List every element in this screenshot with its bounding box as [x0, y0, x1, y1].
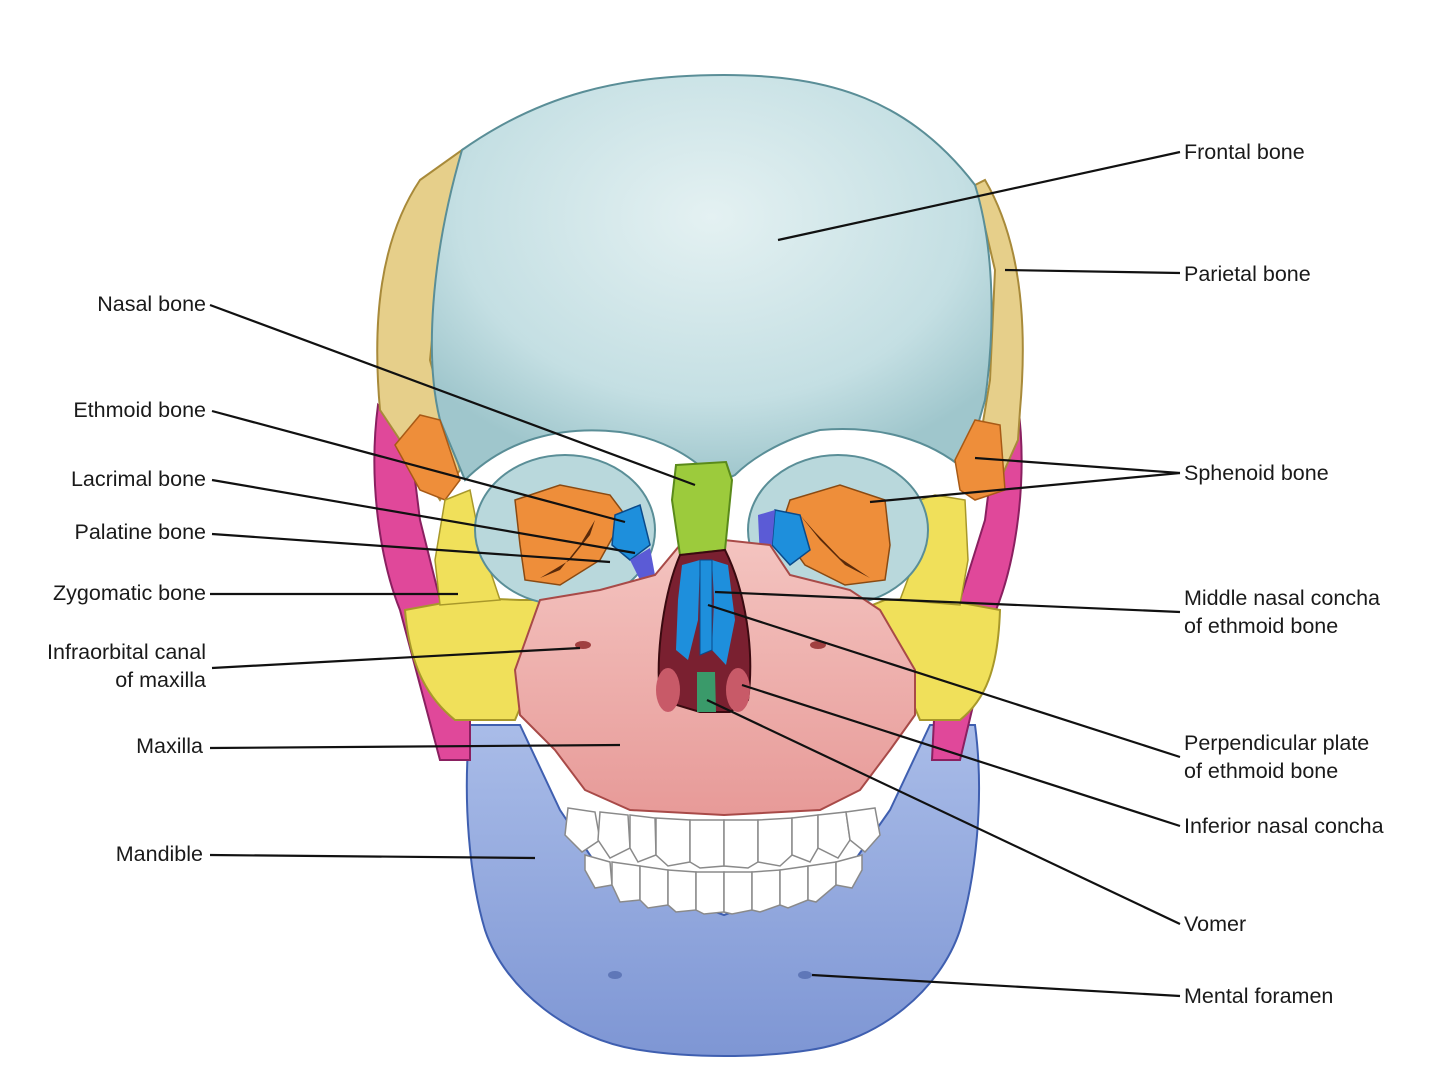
leader-mental-foramen: [811, 973, 1181, 998]
leader-nasal-bone: [209, 303, 696, 487]
label-sphenoid-bone: Sphenoid bone: [1184, 461, 1329, 485]
leader-lacrimal-bone: [211, 478, 636, 555]
leader-sphenoid-bone-a: [974, 456, 1181, 475]
label-inferior-nasal-concha: Inferior nasal concha: [1184, 814, 1384, 838]
label-parietal-bone: Parietal bone: [1184, 262, 1311, 286]
zygomatic-left-upper-shape: [434, 488, 502, 606]
nasal-bone-shape: [670, 460, 734, 557]
inferior-nasal-concha-left-shape: [656, 668, 680, 712]
label-perpendicular-plate: Perpendicular plate of ethmoid bone: [1184, 731, 1370, 783]
label-lacrimal-bone: Lacrimal bone: [70, 467, 206, 491]
lower-teeth: [584, 854, 863, 915]
leader-perpendicular-plate: [707, 603, 1181, 759]
sphenoid-left-shape: [394, 414, 461, 501]
leader-frontal-bone: [777, 150, 1181, 242]
middle-nasal-concha-left-shape: [676, 560, 700, 660]
frontal-bone-shape: [430, 73, 993, 482]
perpendicular-plate-shape: [699, 559, 713, 656]
label-infraorbital-canal: Infraorbital canal of maxilla: [47, 640, 206, 692]
label-frontal-bone: Frontal bone: [1184, 140, 1305, 164]
mental-foramen-left-shape: [608, 971, 622, 979]
leader-infraorbital-canal: [211, 646, 581, 670]
middle-nasal-concha-right-shape: [712, 560, 735, 665]
leader-mandible: [209, 853, 536, 860]
leader-sphenoid-bone-b: [869, 471, 1181, 504]
label-palatine-bone: Palatine bone: [74, 520, 207, 544]
mental-foramen-right-shape: [798, 971, 812, 979]
leader-vomer: [706, 699, 1181, 925]
upper-teeth: [564, 807, 881, 869]
leader-middle-nasal-concha: [714, 590, 1181, 614]
leader-palatine-bone: [211, 532, 611, 564]
label-ethmoid-bone: Ethmoid bone: [73, 398, 206, 422]
infraorbital-foramen-right-shape: [810, 641, 826, 649]
label-vomer: Vomer: [1184, 912, 1247, 936]
leader-parietal-bone: [1004, 268, 1181, 275]
leader-maxilla: [209, 743, 621, 750]
ethmoid-orbit-right-shape: [771, 509, 811, 567]
label-maxilla: Maxilla: [136, 734, 203, 758]
parietal-right-shape: [973, 178, 1024, 482]
sphenoid-orbit-right-shape: [779, 484, 891, 586]
vomer-shape: [697, 672, 716, 712]
label-mandible: Mandible: [115, 842, 203, 866]
lacrimal-left-shape: [630, 548, 655, 580]
mandible-shape: [465, 724, 981, 1057]
leader-ethmoid-bone: [211, 409, 626, 524]
leader-inferior-nasal-concha: [741, 683, 1181, 828]
label-zygomatic-bone: Zygomatic bone: [53, 581, 206, 605]
ethmoid-orbit-left-shape: [611, 503, 651, 561]
label-middle-nasal-concha: Middle nasal concha of ethmoid bone: [1184, 586, 1381, 638]
label-nasal-bone: Nasal bone: [97, 292, 206, 316]
label-mental-foramen: Mental foramen: [1184, 984, 1334, 1008]
inferior-nasal-concha-right-shape: [726, 668, 750, 712]
leader-lines: [209, 150, 1181, 998]
